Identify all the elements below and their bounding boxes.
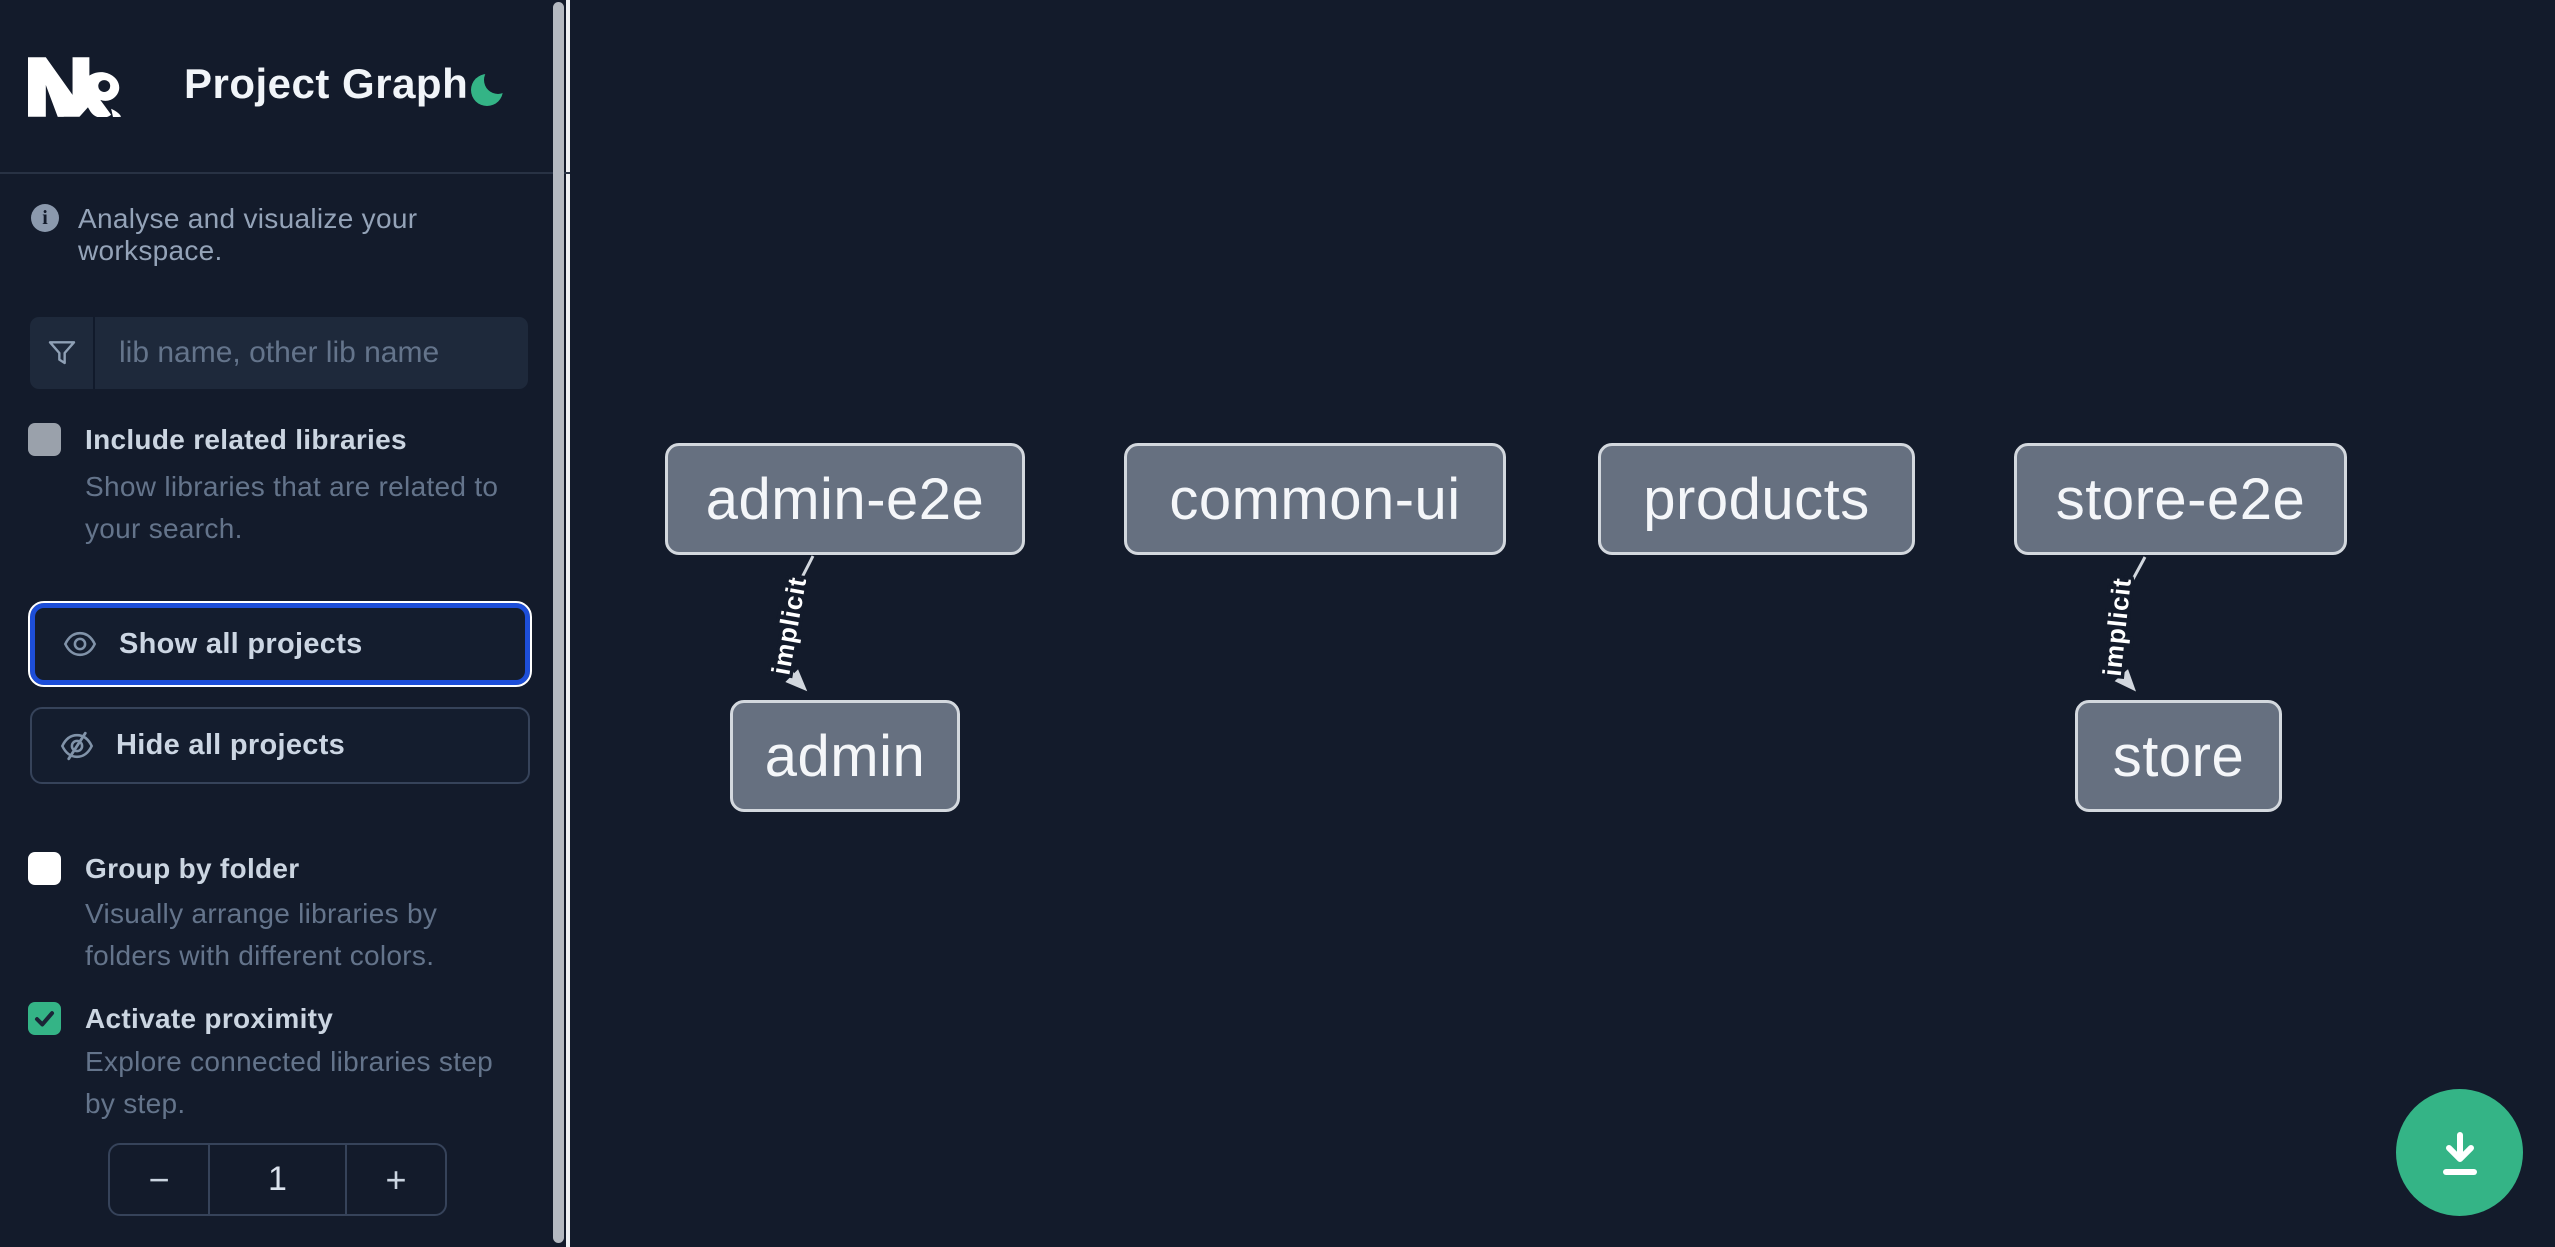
edge-store-e2e-store[interactable] bbox=[2112, 556, 2147, 692]
app-title: Project Graph bbox=[184, 60, 469, 107]
proximity-depth-value: 1 bbox=[208, 1145, 347, 1214]
project-node-common-ui[interactable]: common-ui bbox=[1124, 443, 1506, 555]
show-all-projects-label: Show all projects bbox=[119, 627, 363, 660]
edge-label-implicit: implicit bbox=[2097, 576, 2137, 678]
filter-input[interactable] bbox=[95, 317, 528, 389]
checkbox-description: Visually arrange libraries by folders wi… bbox=[85, 898, 438, 971]
edge-admin-e2e-admin[interactable] bbox=[781, 555, 815, 692]
checkmark-icon bbox=[32, 1006, 57, 1031]
moon-icon bbox=[470, 70, 514, 108]
checkbox-label-activate-proximity[interactable]: Activate proximity bbox=[85, 1003, 334, 1034]
sidebar-scrollbar[interactable] bbox=[553, 2, 564, 1243]
hide-all-projects-button[interactable]: Hide all projects bbox=[30, 707, 530, 784]
checkbox-activate-proximity[interactable] bbox=[28, 1002, 61, 1035]
funnel-icon bbox=[46, 337, 78, 369]
project-node-store[interactable]: store bbox=[2075, 700, 2282, 812]
info-icon: i bbox=[31, 204, 59, 232]
sidebar: Project Graph i Analyse and visualize yo… bbox=[0, 0, 570, 1247]
project-node-store-e2e[interactable]: store-e2e bbox=[2014, 443, 2347, 555]
proximity-stepper: − 1 + bbox=[108, 1143, 447, 1216]
checkbox-description: Show libraries that are related to your … bbox=[85, 471, 499, 544]
checkbox-description: Explore connected libraries step by step… bbox=[85, 1046, 494, 1119]
increment-button[interactable]: + bbox=[347, 1145, 445, 1214]
checkbox-include-related-libraries[interactable] bbox=[28, 423, 61, 456]
sidebar-header: Project Graph bbox=[0, 0, 570, 174]
checkbox-label-group-by-folder[interactable]: Group by folder bbox=[85, 853, 300, 884]
tagline: Analyse and visualize your workspace. bbox=[78, 203, 418, 266]
eye-slash-icon bbox=[59, 728, 95, 764]
checkbox-group-by-folder[interactable] bbox=[28, 852, 61, 885]
project-node-admin[interactable]: admin bbox=[730, 700, 960, 812]
download-image-button[interactable] bbox=[2396, 1089, 2523, 1216]
show-all-projects-button[interactable]: Show all projects bbox=[28, 601, 532, 687]
filter-icon-cell bbox=[30, 317, 95, 389]
theme-toggle-button[interactable] bbox=[470, 67, 514, 111]
edge-label-implicit: implicit bbox=[766, 574, 813, 677]
filter-box bbox=[30, 317, 528, 389]
eye-icon bbox=[62, 626, 98, 662]
nx-logo bbox=[28, 57, 127, 122]
project-node-products[interactable]: products bbox=[1598, 443, 1915, 555]
download-icon bbox=[2433, 1126, 2487, 1180]
checkbox-label-include-related-libraries[interactable]: Include related libraries bbox=[85, 424, 407, 455]
decrement-button[interactable]: − bbox=[110, 1145, 208, 1214]
project-node-admin-e2e[interactable]: admin-e2e bbox=[665, 443, 1025, 555]
hide-all-projects-label: Hide all projects bbox=[116, 729, 346, 761]
